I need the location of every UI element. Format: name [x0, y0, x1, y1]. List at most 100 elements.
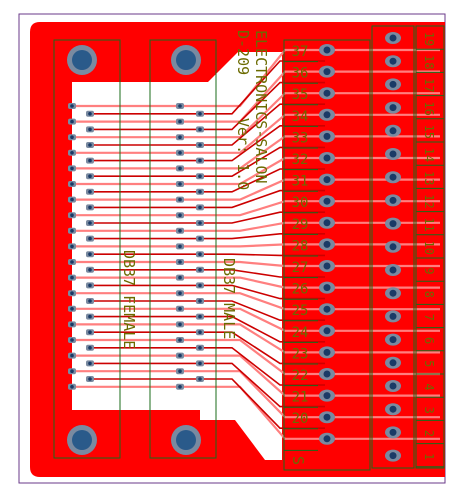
pads-group — [68, 32, 401, 462]
pad-hole — [88, 190, 92, 194]
pad-hole — [198, 330, 202, 335]
pin-number-right: 19 — [422, 32, 436, 46]
header-pad-hole — [389, 173, 397, 181]
pad-hole — [70, 322, 74, 327]
pin-number-left: 23 — [292, 346, 309, 362]
pad-hole — [178, 307, 182, 311]
pad-hole — [178, 369, 182, 374]
header-pad-hole — [389, 382, 397, 390]
pad-hole — [88, 268, 92, 272]
shield-pin-label: S — [289, 456, 307, 465]
header-pad-hole — [323, 413, 331, 421]
header-pad-hole — [323, 305, 331, 313]
header-pad-hole — [323, 154, 331, 162]
trace — [180, 189, 325, 209]
pad-hole — [70, 135, 74, 139]
pad-hole — [70, 369, 74, 374]
labels-group: ELECTRONICS-SALON D-209 Ver: 1.0 DB37 FE… — [120, 30, 307, 465]
pad-hole — [70, 338, 74, 342]
pad-hole — [198, 127, 202, 132]
pad-hole — [198, 346, 202, 350]
pad-hole — [88, 346, 92, 350]
trace — [200, 385, 440, 440]
pin-number-right: 10 — [422, 241, 436, 255]
female-connector-outline — [53, 39, 121, 459]
pad-hole — [178, 166, 182, 171]
header-pad-hole — [323, 392, 331, 400]
header-pad-hole — [389, 196, 397, 204]
pad-hole — [198, 205, 202, 210]
header-pad-hole — [389, 359, 397, 367]
trace — [180, 233, 325, 240]
pad-hole — [178, 119, 182, 124]
trace — [200, 178, 440, 201]
pin-number-right: 18 — [422, 55, 436, 69]
header-pad-hole — [389, 127, 397, 135]
pin-number-left: 31 — [292, 174, 309, 190]
pad-hole — [198, 158, 202, 163]
male-connector-outline — [149, 39, 217, 459]
trace — [180, 346, 325, 386]
pad-hole — [178, 338, 182, 342]
pad-hole — [70, 353, 74, 358]
pad-hole — [70, 151, 74, 155]
trace — [180, 378, 325, 430]
mounting-hole — [72, 50, 92, 70]
pad-hole — [198, 221, 202, 225]
trace — [200, 260, 440, 268]
pin-number-left: 22 — [292, 368, 309, 384]
pad-hole — [70, 385, 74, 389]
header-pad-hole — [389, 289, 397, 297]
pad-hole — [88, 158, 92, 163]
pad-hole — [178, 322, 182, 327]
pin-number-right: 11 — [422, 217, 436, 231]
pin-number-left: 30 — [292, 195, 309, 211]
pad-hole — [88, 127, 92, 132]
pin-number-left: 37 — [292, 44, 309, 60]
header-pad-hole — [323, 68, 331, 76]
trace — [200, 370, 440, 419]
pad-hole — [198, 361, 202, 366]
pin-number-left: 29 — [292, 217, 309, 233]
trace — [200, 276, 440, 289]
pin-number-left: 33 — [292, 130, 309, 146]
pin-number-left: 34 — [292, 109, 309, 125]
pad-hole — [198, 314, 202, 319]
pad-hole — [88, 330, 92, 335]
header-pad-hole — [323, 327, 331, 335]
trace — [200, 70, 440, 123]
pad-hole — [178, 182, 182, 186]
pad-hole — [198, 190, 202, 194]
header-pad-hole — [389, 312, 397, 320]
pin-number-right: 15 — [422, 125, 436, 139]
pad-hole — [88, 205, 92, 210]
trace — [180, 253, 325, 257]
pad-hole — [70, 197, 74, 202]
pin-number-left: 32 — [292, 152, 309, 168]
trace — [180, 284, 325, 300]
pad-hole — [178, 275, 182, 280]
cutout-region — [72, 52, 282, 460]
trace — [180, 103, 325, 146]
pin-number-right: 16 — [422, 101, 436, 115]
pin-number-right: 3 — [422, 407, 436, 414]
pad-hole — [198, 174, 202, 178]
pad-hole — [70, 119, 74, 124]
trace — [180, 146, 325, 177]
left-header-outline — [283, 39, 371, 471]
pad-hole — [178, 104, 182, 108]
pad-hole — [88, 283, 92, 288]
trace — [200, 113, 440, 154]
header-pad-hole — [323, 197, 331, 205]
trace — [180, 125, 325, 162]
header-pad-hole — [389, 104, 397, 112]
pad-hole — [178, 260, 182, 264]
header-pad-hole — [323, 240, 331, 248]
pad-hole — [198, 268, 202, 272]
header-pad-hole — [389, 405, 397, 413]
pin-number-right: 12 — [422, 194, 436, 208]
header-pad-hole — [389, 452, 397, 460]
header-pad-hole — [323, 348, 331, 356]
pin-number-labels: 3736353433323130292827262524232221201918… — [292, 32, 436, 460]
trace — [180, 300, 325, 322]
